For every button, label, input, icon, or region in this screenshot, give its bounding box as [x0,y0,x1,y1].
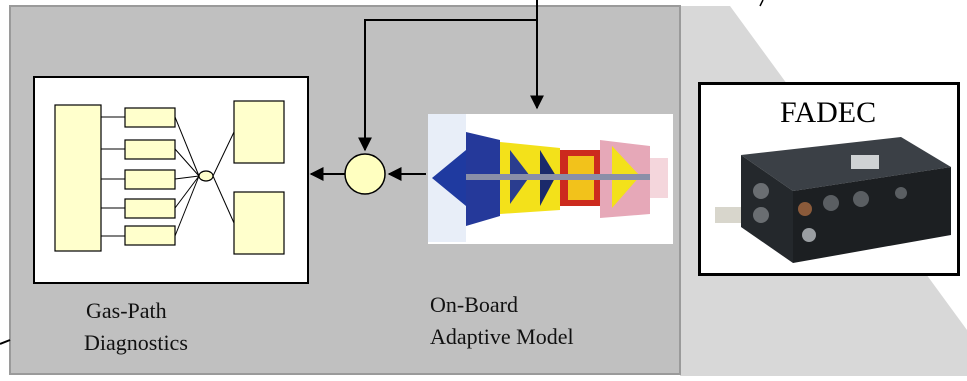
engine-cutaway-icon [428,114,673,244]
fadec-controller-icon [701,85,957,273]
output-block-1 [233,100,285,164]
diagnostics-connections [101,116,235,237]
input-block [54,104,102,252]
feedback-arrow-to-junction [358,19,537,152]
network-node-4 [124,198,176,219]
summing-junction-icon [344,153,386,195]
model-label-line2: Adaptive Model [430,324,574,349]
network-node-1 [124,107,176,128]
edge-mark [759,0,764,7]
signal-arrows [309,0,544,181]
hub-node [198,170,214,182]
fadec-label: FADEC [780,96,877,129]
corner-mark [0,339,11,345]
network-node-2 [124,139,176,160]
network-node-5 [124,225,176,246]
fadec-box [698,82,960,276]
diagnostics-network [54,100,285,255]
diagnostics-label-line2: Diagnostics [84,330,188,355]
network-node-3 [124,169,176,190]
model-label-line1: On-Board [430,292,518,317]
output-block-2 [233,191,285,255]
diagnostics-label-line1: Gas-Path [86,298,167,323]
